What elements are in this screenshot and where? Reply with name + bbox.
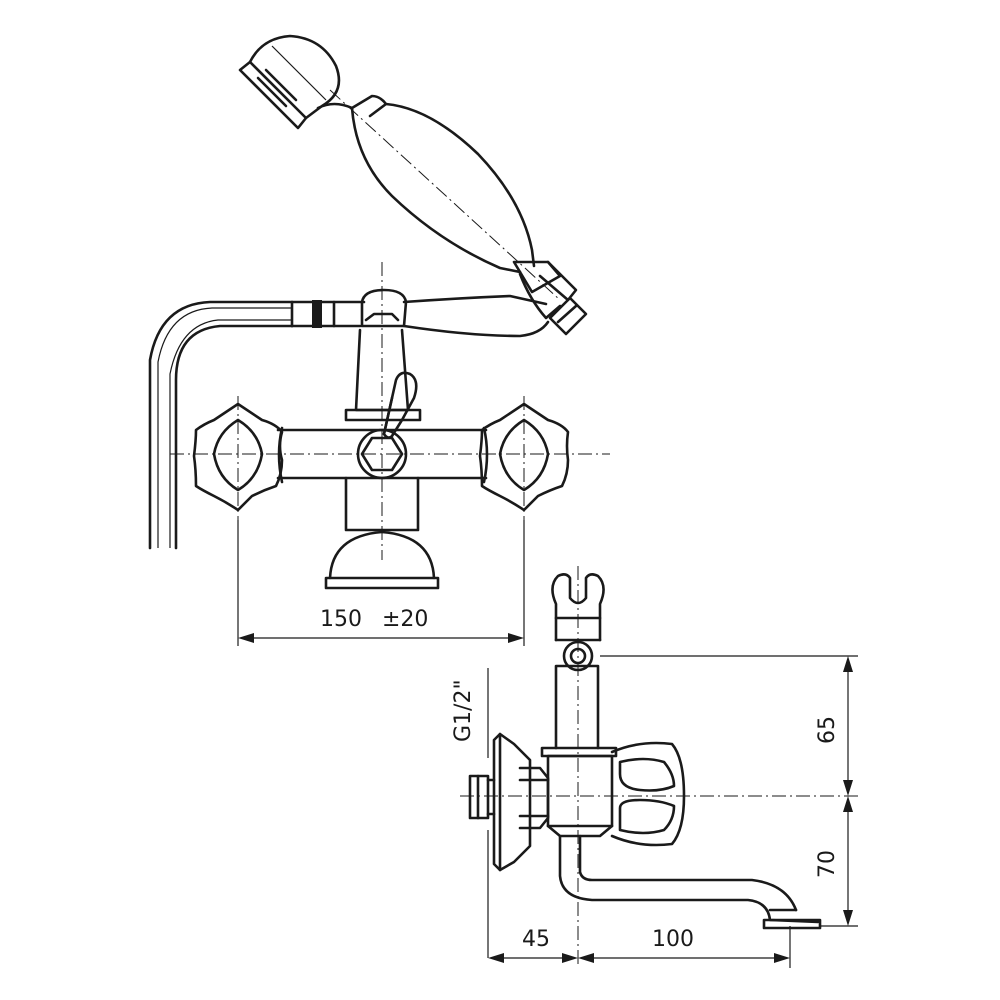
front-width-dimension — [237, 520, 525, 646]
shower-holder-upright — [551, 566, 605, 968]
front-width-label: 150 — [320, 607, 362, 632]
hose-connector — [290, 294, 550, 338]
wall-flange — [468, 668, 532, 958]
hand-shower-head — [238, 34, 388, 130]
side-body — [460, 746, 860, 838]
left-star-handle — [192, 396, 284, 520]
front-tolerance-label: ±20 — [382, 607, 428, 632]
depth-wall-label: 45 — [522, 927, 550, 952]
spout-reach-label: 100 — [652, 927, 694, 952]
front-view — [148, 34, 610, 646]
side-handle — [610, 741, 686, 847]
diverter-lever — [382, 371, 418, 439]
diverter-top — [344, 262, 422, 560]
right-star-handle — [478, 396, 570, 520]
height-dimensions — [600, 655, 858, 927]
base-dome — [324, 476, 440, 590]
height-lower-label: 70 — [815, 850, 840, 878]
connector-nut — [518, 766, 550, 830]
side-spout — [558, 834, 822, 930]
depth-dimensions — [488, 926, 791, 968]
thread-label: G1/2" — [451, 679, 476, 742]
shower-hose — [148, 300, 294, 550]
side-view — [460, 566, 860, 968]
height-upper-label: 65 — [815, 716, 840, 744]
